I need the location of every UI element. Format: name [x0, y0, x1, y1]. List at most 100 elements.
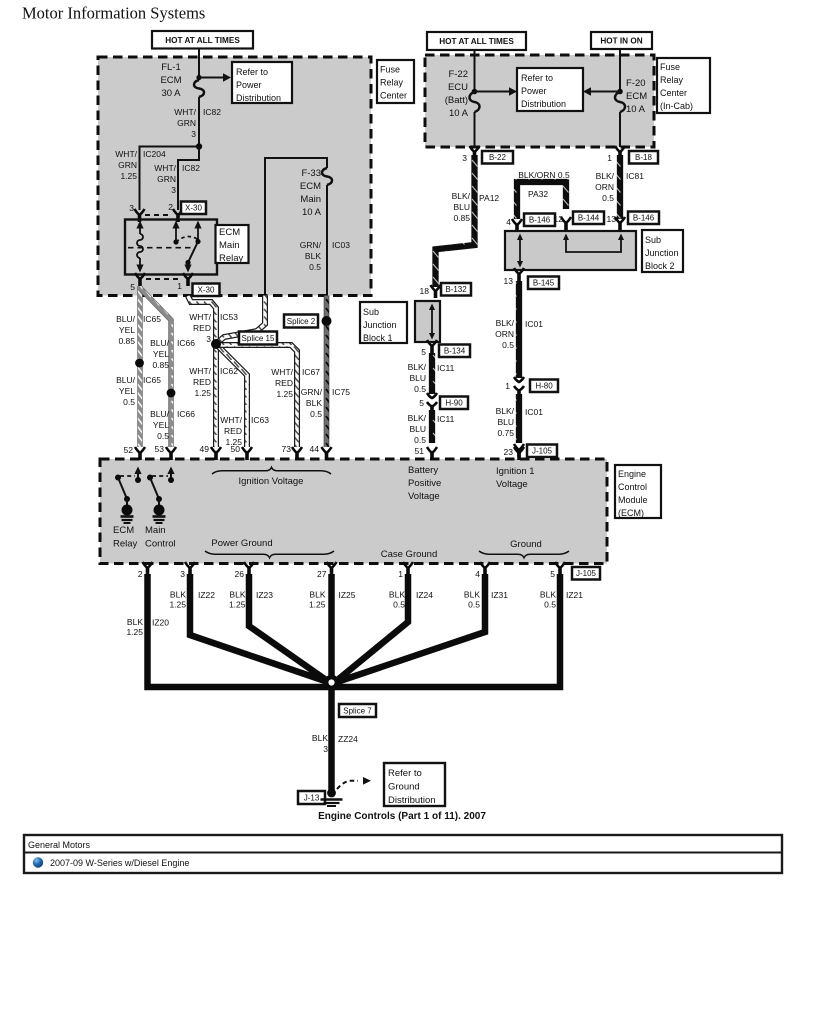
svg-text:IC75: IC75 — [332, 387, 350, 397]
svg-text:Power Ground: Power Ground — [211, 538, 272, 549]
svg-text:Control: Control — [145, 539, 176, 550]
svg-text:Main: Main — [300, 194, 321, 205]
svg-text:0.5: 0.5 — [468, 600, 480, 610]
svg-text:Splice 2: Splice 2 — [287, 317, 316, 326]
svg-text:Control: Control — [618, 482, 647, 492]
svg-text:B-132: B-132 — [445, 285, 467, 294]
svg-text:Ground: Ground — [388, 782, 420, 793]
svg-text:Fuse: Fuse — [660, 62, 680, 72]
svg-text:52: 52 — [124, 445, 134, 455]
svg-text:BLK/: BLK/ — [496, 318, 515, 328]
svg-text:IC11: IC11 — [437, 363, 455, 373]
svg-text:General Motors: General Motors — [28, 840, 91, 850]
svg-text:10 A: 10 A — [449, 108, 469, 119]
svg-text:13: 13 — [504, 276, 514, 286]
svg-text:(Batt): (Batt) — [445, 95, 468, 106]
svg-text:RED: RED — [275, 378, 293, 388]
svg-text:5: 5 — [130, 282, 135, 292]
svg-text:IC01: IC01 — [525, 407, 543, 417]
svg-text:BLK: BLK — [229, 590, 245, 600]
svg-text:GRN: GRN — [177, 118, 196, 128]
svg-text:18: 18 — [420, 286, 430, 296]
svg-text:H-80: H-80 — [535, 382, 553, 391]
svg-text:HOT IN ON: HOT IN ON — [600, 37, 642, 46]
svg-text:Main: Main — [219, 240, 240, 251]
svg-text:0.5: 0.5 — [309, 262, 321, 272]
svg-text:Power: Power — [521, 86, 547, 96]
svg-text:1: 1 — [607, 153, 612, 163]
svg-text:Engine: Engine — [618, 469, 646, 479]
svg-text:51: 51 — [415, 446, 425, 456]
svg-text:B-146: B-146 — [633, 214, 655, 223]
svg-text:WHT/: WHT/ — [189, 366, 211, 376]
svg-text:Relay: Relay — [113, 539, 138, 550]
svg-text:0.5: 0.5 — [310, 409, 322, 419]
svg-text:0.5: 0.5 — [157, 431, 169, 441]
svg-text:Refer to: Refer to — [388, 768, 422, 779]
svg-text:BLK/: BLK/ — [452, 191, 471, 201]
svg-text:4: 4 — [506, 217, 511, 227]
svg-text:PA12: PA12 — [479, 193, 499, 203]
svg-text:10 A: 10 A — [626, 104, 646, 115]
svg-text:GRN/: GRN/ — [301, 387, 323, 397]
svg-text:Voltage: Voltage — [496, 479, 528, 490]
svg-text:73: 73 — [282, 444, 292, 454]
svg-text:1.25: 1.25 — [309, 600, 326, 610]
svg-text:IZ24: IZ24 — [416, 590, 433, 600]
svg-text:X-30: X-30 — [185, 204, 202, 213]
svg-text:IC62: IC62 — [220, 366, 238, 376]
svg-text:BLU/: BLU/ — [116, 314, 136, 324]
svg-text:2: 2 — [138, 569, 143, 579]
svg-text:1.25: 1.25 — [126, 627, 143, 637]
svg-text:49: 49 — [200, 444, 210, 454]
svg-text:WHT/: WHT/ — [220, 415, 242, 425]
svg-text:Power: Power — [236, 80, 262, 90]
svg-text:RED: RED — [193, 323, 211, 333]
svg-text:BLK/: BLK/ — [596, 171, 615, 181]
svg-text:Distribution: Distribution — [388, 795, 436, 806]
svg-text:WHT/: WHT/ — [271, 367, 293, 377]
svg-text:53: 53 — [155, 444, 165, 454]
svg-text:B-18: B-18 — [635, 153, 652, 162]
svg-text:RED: RED — [193, 377, 211, 387]
svg-text:WHT/: WHT/ — [154, 163, 176, 173]
svg-text:0.5: 0.5 — [123, 397, 135, 407]
svg-text:Relay: Relay — [219, 253, 244, 264]
svg-text:ECM: ECM — [300, 181, 321, 192]
svg-text:1: 1 — [505, 381, 510, 391]
svg-text:BLU/: BLU/ — [150, 338, 170, 348]
svg-text:3: 3 — [462, 153, 467, 163]
svg-text:BLK/: BLK/ — [408, 362, 427, 372]
svg-text:ECM: ECM — [160, 75, 181, 86]
svg-text:Sub: Sub — [363, 307, 379, 317]
svg-text:23: 23 — [504, 447, 514, 457]
svg-text:Fuse: Fuse — [380, 65, 400, 75]
svg-text:5: 5 — [550, 569, 555, 579]
svg-text:BLK: BLK — [312, 733, 328, 743]
svg-text:1: 1 — [398, 569, 403, 579]
svg-text:IZ21: IZ21 — [566, 590, 583, 600]
svg-text:IC66: IC66 — [177, 338, 195, 348]
svg-text:1: 1 — [177, 281, 182, 291]
svg-text:Distribution: Distribution — [236, 93, 281, 103]
svg-text:Center: Center — [660, 88, 687, 98]
svg-text:Engine Controls (Part 1 of 11): Engine Controls (Part 1 of 11). 2007 — [318, 811, 486, 822]
svg-text:YEL: YEL — [119, 325, 135, 335]
svg-text:BLK: BLK — [127, 617, 143, 627]
svg-text:Center: Center — [380, 91, 407, 101]
svg-text:Module: Module — [618, 495, 648, 505]
svg-text:Sub: Sub — [645, 235, 661, 245]
svg-text:1.25: 1.25 — [169, 600, 186, 610]
svg-text:F-22: F-22 — [448, 69, 468, 80]
svg-text:ECM: ECM — [113, 525, 134, 536]
svg-text:YEL: YEL — [153, 420, 169, 430]
svg-text:IZ20: IZ20 — [152, 618, 169, 628]
svg-text:Distribution: Distribution — [521, 99, 566, 109]
svg-text:IC66: IC66 — [177, 409, 195, 419]
svg-text:26: 26 — [235, 569, 245, 579]
svg-text:0.85: 0.85 — [152, 360, 169, 370]
svg-text:IC03: IC03 — [332, 240, 350, 250]
svg-text:Junction: Junction — [363, 320, 397, 330]
svg-text:IC81: IC81 — [626, 171, 644, 181]
svg-text:Case Ground: Case Ground — [381, 549, 438, 560]
